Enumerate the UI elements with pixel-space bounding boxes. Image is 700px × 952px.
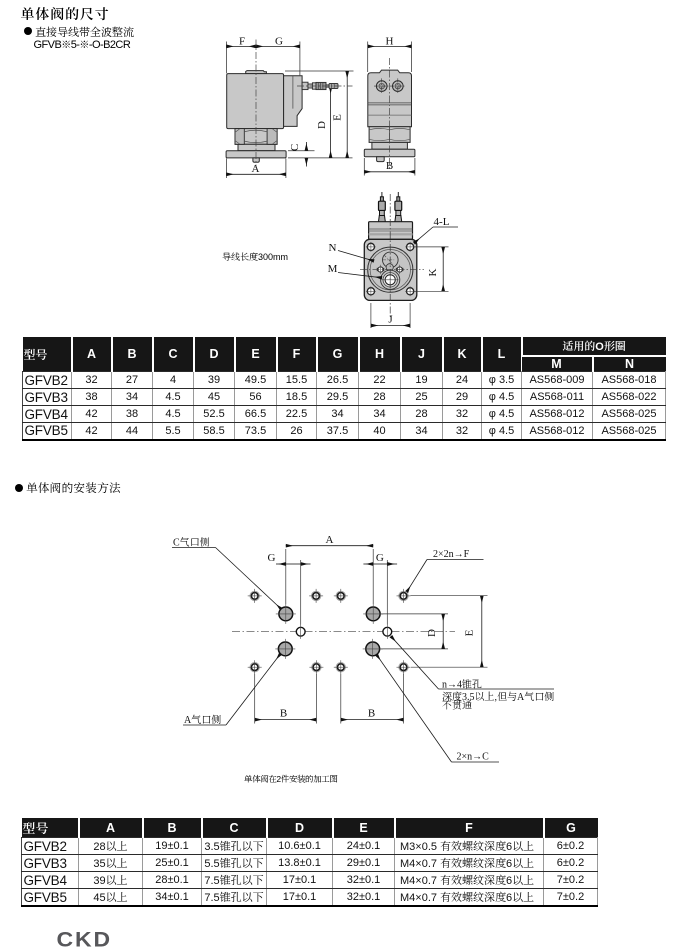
svg-text:G: G: [376, 552, 384, 564]
svg-text:M: M: [328, 263, 338, 275]
svg-text:F: F: [239, 36, 245, 48]
svg-text:J: J: [388, 314, 393, 326]
svg-text:C: C: [289, 144, 301, 151]
svg-text:K: K: [427, 268, 439, 276]
svg-text:H: H: [386, 36, 394, 48]
svg-text:A: A: [326, 534, 334, 546]
svg-text:4-L: 4-L: [434, 216, 450, 228]
svg-text:G: G: [268, 552, 276, 564]
svg-text:C气口侧: C气口侧: [173, 537, 210, 549]
svg-text:A: A: [252, 163, 260, 175]
svg-text:B: B: [368, 708, 375, 720]
svg-text:N: N: [329, 242, 337, 254]
svg-text:D: D: [316, 121, 328, 129]
svg-text:A气口侧: A气口侧: [184, 714, 221, 726]
svg-text:E: E: [464, 629, 476, 636]
svg-text:深度3.5以上,但与A气口侧: 深度3.5以上,但与A气口侧: [442, 691, 554, 703]
svg-text:2×2n→F: 2×2n→F: [433, 549, 470, 560]
svg-text:n→4锥孔: n→4锥孔: [442, 679, 482, 691]
svg-text:2×n→C: 2×n→C: [457, 752, 490, 763]
svg-text:不贯通: 不贯通: [441, 700, 473, 712]
svg-text:B: B: [386, 160, 393, 172]
svg-text:D: D: [426, 629, 438, 637]
svg-text:B: B: [280, 708, 287, 720]
svg-text:G: G: [275, 36, 283, 48]
svg-text:E: E: [332, 114, 344, 121]
